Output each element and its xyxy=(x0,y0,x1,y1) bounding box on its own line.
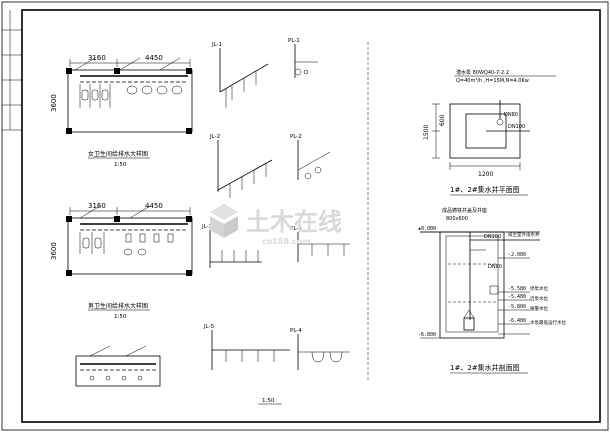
pit-plan-pipe-1: DN80 xyxy=(504,112,518,118)
watermark-logo xyxy=(210,204,238,238)
riser-diagrams xyxy=(209,44,350,370)
riser-label-2: PL-1 xyxy=(288,38,300,44)
toilet-plan-2 xyxy=(66,205,193,276)
pit-note-1: 停泵水位 xyxy=(530,285,548,292)
pit-label-outlet: 排至室外雨水井 xyxy=(508,231,540,238)
pit-level-4: -5.800 xyxy=(508,304,526,310)
pit-plan xyxy=(432,100,530,170)
pit-level-5: -6.480 xyxy=(508,318,526,324)
watermark-text: 土木在线 xyxy=(246,208,342,236)
riser-label-6: JL-3 xyxy=(201,224,213,230)
pit-level-6: -6.800 xyxy=(418,332,436,338)
plan2-dim-left: 3160 xyxy=(88,202,106,210)
riser-label-7: PL-4 xyxy=(290,328,302,334)
pit-label-dn80: DN80 xyxy=(488,264,502,270)
pit-note-4: 水泵最低运行水位 xyxy=(530,319,566,326)
pit-level-0: ±0.000 xyxy=(418,226,436,232)
toilet-plan-3 xyxy=(75,345,161,387)
toilet-plan-1 xyxy=(66,57,193,134)
pit-section-caption: 1#、2#集水井剖面图 xyxy=(450,363,520,372)
plan1-dim-left: 3160 xyxy=(88,54,106,62)
pump-model: 潜水泵 80WQ40-7-2.2 xyxy=(456,69,509,76)
pit-note-2: 启泵水位 xyxy=(530,295,548,302)
pit-label-dn100: DN100 xyxy=(484,234,501,240)
pit-plan-caption: 1#、2#集水井平面图 xyxy=(450,185,520,194)
pit-plan-dim-1: 1500 xyxy=(423,125,430,140)
pit-level-2: -5.580 xyxy=(508,286,526,292)
pit-section xyxy=(420,231,540,339)
watermark-subtext: co188.com xyxy=(262,237,311,246)
plan2-scale: 1:50 xyxy=(114,314,127,320)
pit-level-1: -2.000 xyxy=(508,252,526,258)
riser-label-3: JL-2 xyxy=(209,134,220,140)
pit-section-cover: 800x600 xyxy=(446,216,468,222)
drawing-frame xyxy=(21,9,601,423)
plan2-caption: 男卫生间给排水大样图 xyxy=(88,302,148,310)
riser-label-1: JL-1 xyxy=(211,42,222,48)
pit-section-note: 成品铸铁井盖及井座 xyxy=(442,207,487,214)
pit-plan-dim-bottom: 1200 xyxy=(478,171,493,178)
plan1-dim-height: 3600 xyxy=(50,94,58,112)
riser-label-8: JL-5 xyxy=(203,324,215,330)
pit-note-3: 报警水位 xyxy=(530,305,548,312)
riser-scale: 1:50 xyxy=(262,398,275,404)
riser-label-5: PL-3 xyxy=(290,226,302,232)
pit-plan-pipe-2: DN100 xyxy=(508,124,525,130)
left-title-strip xyxy=(2,10,22,131)
pit-level-3: -5.480 xyxy=(508,294,526,300)
plan1-scale: 1:50 xyxy=(114,162,127,168)
pit-plan-dim-2: 600 xyxy=(439,114,446,126)
plan1-dim-right: 4450 xyxy=(145,54,163,62)
riser-label-4: PL-2 xyxy=(290,134,302,140)
plan2-dim-height: 3600 xyxy=(50,242,58,260)
pump-params: Q=40m³/h ,H=15M,N=4.0Kw xyxy=(456,78,529,84)
plan1-caption: 女卫生间给排水大样图 xyxy=(88,150,148,158)
plan2-dim-right: 4450 xyxy=(145,202,163,210)
